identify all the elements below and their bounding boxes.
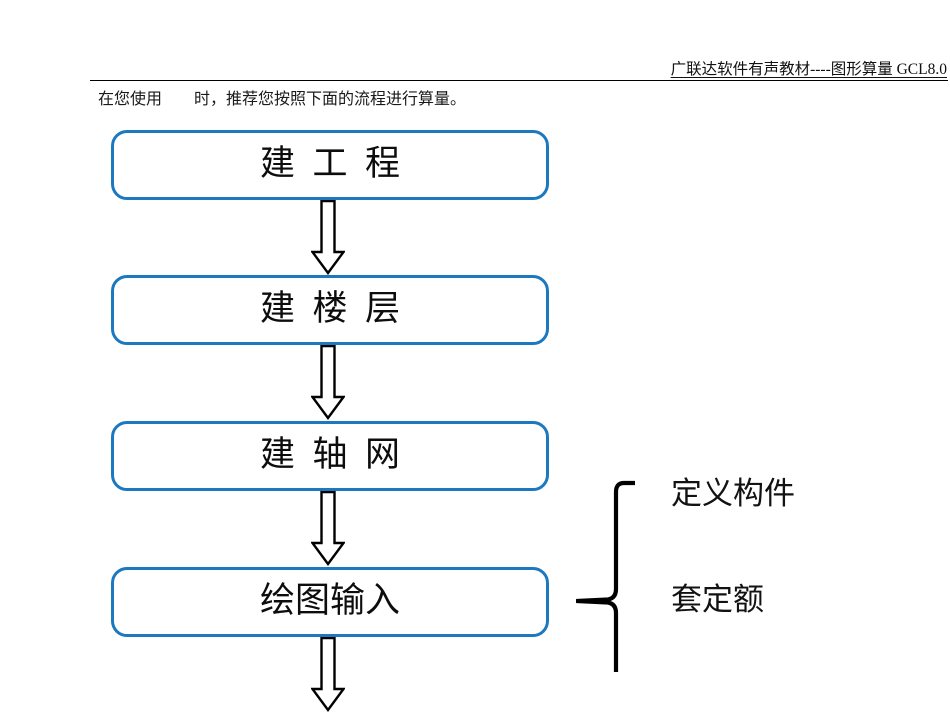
- flow-box-label: 建 楼 层: [259, 289, 400, 328]
- down-arrow-icon: [311, 200, 345, 275]
- down-arrow-icon: [311, 491, 345, 566]
- flow-box-label: 建 轴 网: [259, 435, 400, 474]
- flow-box-label: 绘图输入: [259, 581, 400, 620]
- flow-box-build-floors: 建 楼 层: [111, 275, 549, 345]
- down-arrow-icon: [311, 637, 345, 712]
- intro-paragraph: 在您使用 时，推荐您按照下面的流程进行算量。: [98, 91, 467, 108]
- curly-brace-icon: [576, 470, 636, 672]
- flow-box-graphic-input: 绘图输入: [111, 567, 549, 637]
- workflow-flowchart: 建 工 程 建 楼 层 建 轴 网 绘图输入: [111, 130, 795, 712]
- flow-box-label: 建 工 程: [259, 144, 400, 183]
- header-divider-rule: [90, 80, 948, 81]
- brace-label-define-component: 定义构件: [671, 476, 795, 511]
- flow-box-build-project: 建 工 程: [111, 130, 549, 200]
- page-header: 广联达软件有声教材----图形算量 GCL8.0: [0, 0, 950, 82]
- down-arrow-icon: [311, 345, 345, 420]
- flow-box-build-axis-grid: 建 轴 网: [111, 421, 549, 491]
- brace-label-apply-quota: 套定额: [671, 582, 764, 617]
- running-head-text: 广联达软件有声教材----图形算量 GCL8.0: [670, 61, 947, 78]
